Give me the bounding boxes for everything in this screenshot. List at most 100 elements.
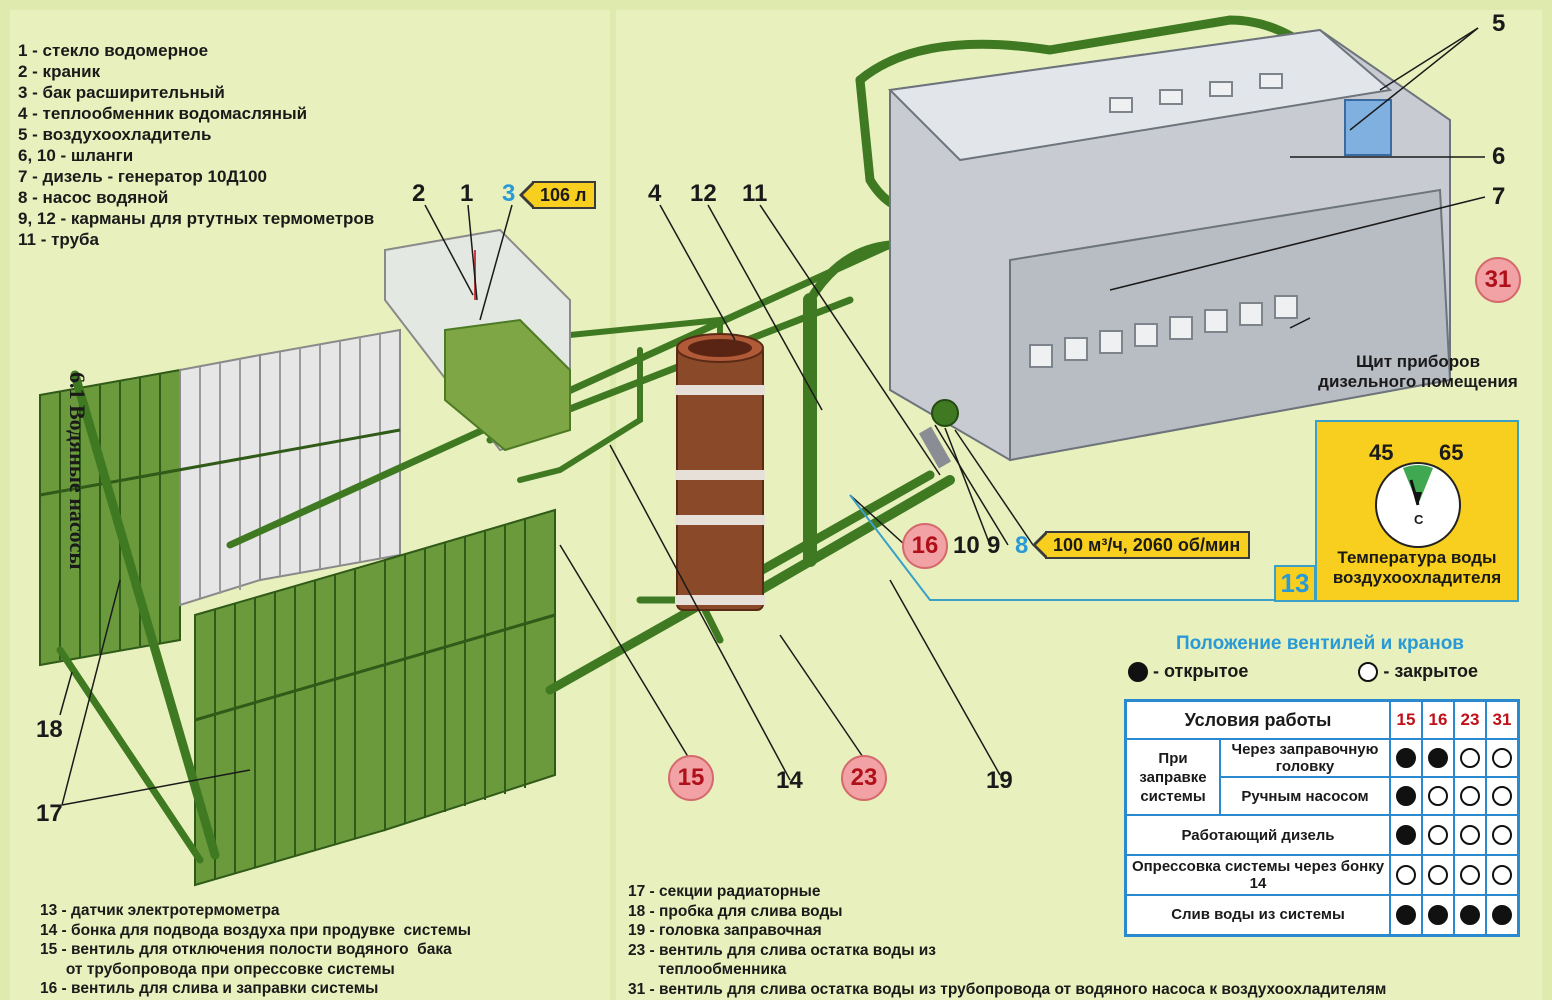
valve-state-cell (1453, 738, 1487, 778)
open-dot-icon (1492, 904, 1512, 925)
callout-2: 2 (412, 180, 426, 207)
table-header-valve: 23 (1453, 699, 1487, 740)
valve-state-cell (1485, 814, 1520, 856)
callout-18: 18 (36, 716, 63, 743)
valve-positions-title: Положение вентилей и кранов (1176, 633, 1464, 654)
legend-top-item: 1 - стекло водомерное (18, 41, 209, 60)
legend-bottom-right: 17 - секции радиаторные 18 - пробка для с… (628, 882, 1386, 999)
table-row: Работающий дизель (1124, 814, 1520, 856)
legend-bottom-right-item: 31 - вентиль для слива остатка воды из т… (628, 980, 1387, 998)
closed-dot-icon (1492, 865, 1512, 885)
closed-dot-icon (1428, 825, 1448, 845)
callout-19: 19 (986, 767, 1013, 794)
closed-dot-icon (1396, 865, 1416, 885)
legend-bottom-left-item: 16 - вентиль для слива и заправки систем… (40, 980, 379, 997)
callout-9: 9 (987, 532, 1001, 559)
sensor-13-label: 13 (1274, 565, 1316, 602)
legend-bottom-right-item: 18 - пробка для слива воды (628, 902, 843, 920)
open-dot-icon (1396, 786, 1416, 806)
legend-top-item: 4 - теплообменник водомасляный (18, 104, 308, 123)
table-header-conditions: Условия работы (1124, 699, 1391, 740)
pump-capacity-tag: 100 м³/ч, 2060 об/мин (1031, 531, 1251, 559)
legend-top-item: 3 - бак расширительный (18, 83, 225, 102)
open-label: - открытое (1153, 661, 1249, 681)
closed-dot-icon (1460, 825, 1480, 845)
radiator-sections-front (194, 508, 556, 887)
table-header-valve: 16 (1421, 699, 1455, 740)
closed-label: - закрытое (1383, 661, 1479, 681)
legend-bottom-right-item: 17 - секции радиаторные (628, 883, 821, 900)
heat-exchanger (675, 333, 765, 611)
open-dot-icon (1428, 748, 1448, 768)
valve-state-cell (1421, 814, 1455, 856)
callout-14: 14 (776, 767, 803, 794)
leader-lines (59, 27, 1486, 806)
callout-4: 4 (648, 180, 662, 207)
open-dot-icon (1396, 748, 1416, 768)
valve-badge-16: 16 (902, 523, 948, 569)
legend-bottom-left-item: 14 - бонка для подвода воздуха при проду… (40, 921, 472, 939)
valve-state-cell (1453, 814, 1487, 856)
diesel-generator (887, 28, 1452, 469)
closed-dot-icon (1428, 786, 1448, 806)
closed-dot-icon (1460, 748, 1480, 768)
valve-state-cell (1389, 894, 1423, 936)
open-dot-icon (1428, 904, 1448, 925)
valve-state-cell (1421, 776, 1455, 816)
closed-dot-icon (1460, 865, 1480, 885)
legend-bottom-right-item: 19 - головка заправочная (628, 922, 822, 939)
legend-top-item: 7 - дизель - генератор 10Д100 (18, 167, 267, 186)
valve-positions-key: - открытое - закрытое (1128, 661, 1520, 683)
gauge-unit: С (1414, 512, 1424, 527)
open-dot-icon (1128, 662, 1148, 683)
instrument-panel: 45 65 С Температура воды воздухоохладите… (1315, 420, 1519, 602)
valve-state-cell (1389, 776, 1423, 816)
expansion-tank (384, 228, 571, 452)
gauge-high-mark: 65 (1439, 440, 1464, 465)
legend-bottom-right-item: теплообменника (628, 961, 787, 978)
gauge-caption: Температура воды воздухоохладителя (1332, 548, 1502, 587)
valve-state-cell (1485, 776, 1520, 816)
callout-5: 5 (1492, 10, 1506, 37)
gauge-low-mark: 45 (1369, 440, 1394, 465)
table-header-valve: 15 (1389, 699, 1423, 740)
callout-1: 1 (460, 180, 474, 207)
valve-state-cell (1421, 854, 1455, 896)
valve-state-cell (1421, 738, 1455, 778)
table-row: Опрессовка системы через бонку 14 (1124, 854, 1520, 896)
table-header-valve: 31 (1485, 699, 1520, 740)
condition-label: Ручным насосом (1219, 776, 1391, 816)
group-label-filling: При заправке системы (1124, 738, 1221, 816)
condition-label: Опрессовка системы через бонку 14 (1124, 854, 1391, 896)
closed-dot-icon (1492, 786, 1512, 806)
valve-state-cell (1485, 854, 1520, 896)
legend-bottom-right-item: 23 - вентиль для слива остатка воды из (628, 941, 936, 959)
legend-top-item: 8 - насос водяной (18, 188, 169, 207)
temperature-gauge (1375, 462, 1461, 548)
closed-dot-icon (1492, 825, 1512, 845)
table-row: Ручным насосом (1126, 776, 1520, 816)
valve-state-cell (1389, 854, 1423, 896)
instrument-panel-title: Щит приборов дизельного помещения (1318, 352, 1518, 391)
callout-3: 3 (502, 180, 516, 207)
valve-state-cell (1485, 894, 1520, 936)
closed-dot-icon (1492, 748, 1512, 768)
sensor-wire (849, 494, 1275, 601)
valve-state-cell (1485, 738, 1520, 778)
vertical-title-box: 6.1 Водяные насосы (60, 372, 100, 642)
table-row: Слив воды из системы (1124, 894, 1520, 936)
tank-volume-tag: 106 л (518, 181, 597, 209)
open-dot-icon (1460, 904, 1480, 925)
callout-10: 10 (953, 532, 980, 559)
valve-state-cell (1421, 894, 1455, 936)
legend-top-item: 9, 12 - карманы для ртутных термометров (18, 209, 375, 228)
legend-bottom-left-item: 15 - вентиль для отключения полости водя… (40, 941, 452, 958)
open-dot-icon (1396, 904, 1416, 925)
condition-label: Работающий дизель (1124, 814, 1391, 856)
callout-6: 6 (1492, 143, 1506, 170)
